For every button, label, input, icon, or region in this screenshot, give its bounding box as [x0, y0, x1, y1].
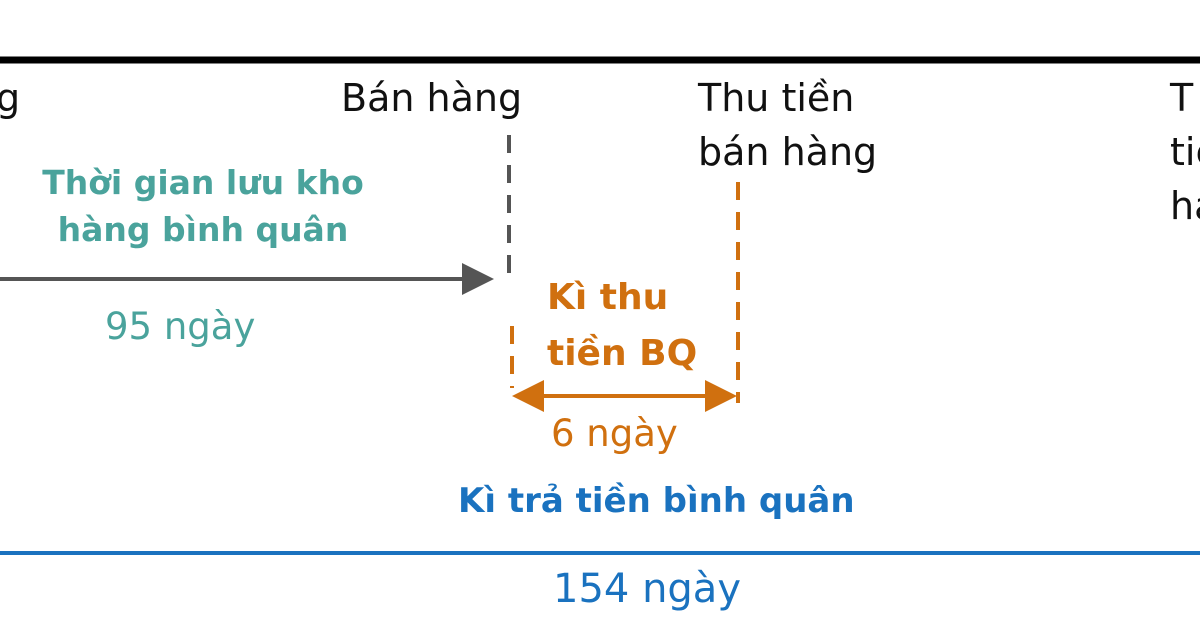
event-right-partial-3: ha	[1170, 184, 1200, 228]
event-right-partial-1: T	[1170, 76, 1194, 120]
payment-period-days: 154 ngày	[553, 566, 741, 612]
collection-label-line1: Kì thu	[547, 277, 669, 318]
inventory-label-line1: Thời gian lưu kho	[42, 163, 364, 202]
event-sale-label: Bán hàng	[341, 76, 523, 120]
event-right-partial-2: tiề	[1170, 130, 1200, 174]
event-collect-line2: bán hàng	[698, 130, 878, 174]
collection-days: 6 ngày	[551, 412, 678, 455]
payment-period-label: Kì trả tiền bình quân	[458, 481, 855, 521]
event-left-partial: g	[0, 76, 21, 120]
event-collect-line1: Thu tiền	[698, 76, 855, 120]
inventory-days: 95 ngày	[105, 305, 256, 348]
collection-label-line2: tiền BQ	[547, 333, 698, 374]
inventory-label-line2: hàng bình quân	[57, 210, 349, 249]
